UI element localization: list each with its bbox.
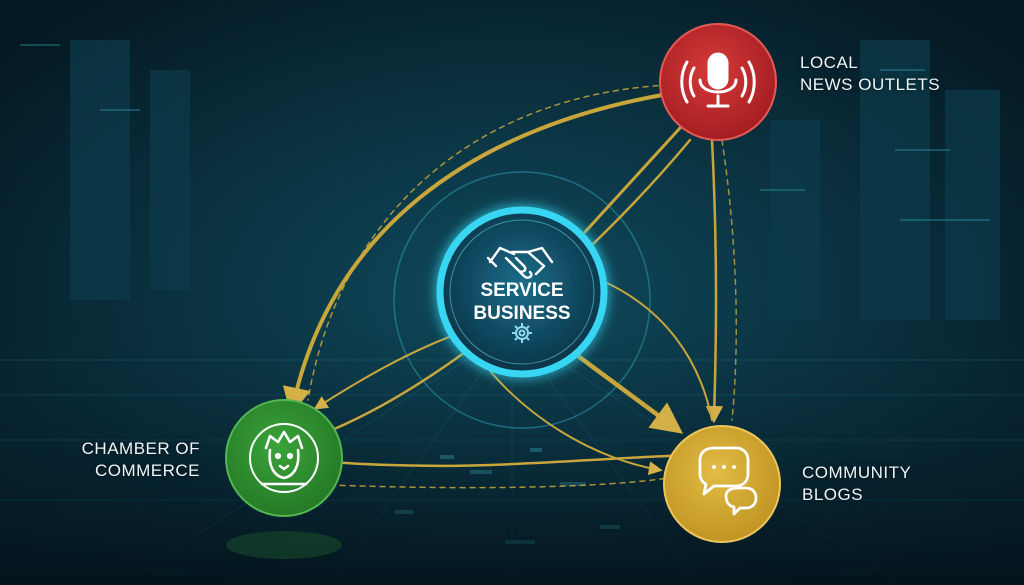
news-label-line1: LOCAL — [800, 53, 859, 72]
link-chamber-blogs-dashed — [329, 477, 669, 489]
link-hub-to-blogs-curve — [604, 281, 713, 421]
hub-label-line1: SERVICE — [480, 280, 563, 301]
blogs-label-line1: COMMUNITY — [802, 463, 912, 482]
link-hub-to-blogs — [575, 353, 684, 434]
news-label-line2: NEWS OUTLETS — [800, 75, 941, 94]
gear-icon — [512, 323, 532, 343]
chamber-label-line1: CHAMBER OF — [81, 439, 200, 458]
chat-bubbles-icon — [698, 446, 758, 516]
link-chamber-to-blogs-arc — [328, 453, 692, 468]
handshake-icon — [486, 246, 554, 279]
hub-node[interactable] — [436, 206, 608, 378]
lion-crest-icon — [249, 423, 319, 493]
microphone-icon — [680, 52, 756, 108]
link-news-chamber-dashed — [307, 84, 669, 401]
hub-label-line2: BUSINESS — [473, 303, 570, 324]
hub-orbit-ring — [393, 171, 651, 429]
news-label: LOCAL NEWS OUTLETS — [800, 52, 940, 96]
link-hub-to-chamber — [313, 329, 469, 410]
link-news-to-chamber-arc — [282, 93, 664, 416]
news-node[interactable] — [659, 23, 777, 141]
blogs-node[interactable] — [663, 425, 781, 543]
chamber-label: CHAMBER OF COMMERCE — [60, 438, 200, 482]
chamber-node[interactable] — [225, 399, 343, 559]
chamber-label-line2: COMMERCE — [94, 461, 200, 480]
blogs-label-line2: BLOGS — [802, 485, 864, 504]
link-news-blogs-dashed — [721, 139, 738, 421]
link-news-to-blogs — [705, 138, 724, 424]
blogs-label: COMMUNITY BLOGS — [802, 462, 911, 506]
link-hub-to-news — [583, 126, 682, 234]
